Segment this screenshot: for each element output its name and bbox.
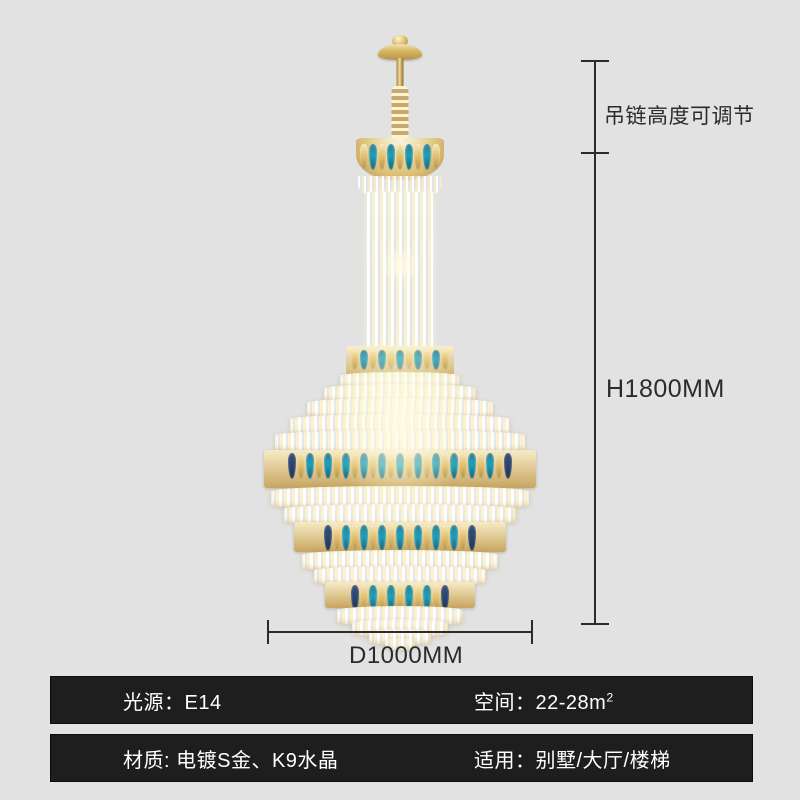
drop-rod [396, 58, 404, 88]
lower-petal-band [294, 522, 506, 552]
dimension-tick-left [267, 620, 269, 644]
crystal-tier [314, 566, 486, 586]
dimension-tick-top [581, 60, 609, 62]
crystal-tier [369, 629, 431, 645]
column-light-glow [380, 245, 420, 285]
petal-row [346, 350, 454, 372]
collar-crystal-fringe [358, 176, 442, 194]
width-dimension-label: D1000MM [349, 642, 464, 669]
petal-row [356, 144, 444, 174]
spec-space-area: 空间：22-28m2 [474, 686, 614, 715]
spec-bar-material: 材质: 电镀S金、K9水晶 适用：别墅/大厅/楼梯 [50, 734, 753, 782]
chandelier-illustration [250, 30, 550, 650]
vertical-dimension-line [594, 60, 596, 624]
bottom-petal-band [325, 582, 475, 608]
spec-material: 材质: 电镀S金、K9水晶 [123, 749, 339, 772]
height-dimension-label: H1800MM [606, 375, 725, 403]
spec-space-label: 空间： [474, 691, 536, 714]
hanging-chain [391, 86, 409, 142]
horizontal-dimension-line [267, 631, 533, 633]
ceiling-canopy [378, 44, 422, 60]
petal-row [325, 585, 475, 608]
spec-application: 适用：别墅/大厅/楼梯 [474, 749, 671, 772]
bottom-finial [385, 638, 415, 650]
spec-space-value: 22-28m [535, 691, 607, 714]
petal-row [264, 453, 536, 485]
dimension-tick-right [531, 620, 533, 644]
upper-petal-collar [356, 138, 444, 180]
chain-adjustable-label: 吊链高度可调节 [604, 105, 755, 128]
spec-space-superscript: 2 [606, 689, 614, 704]
petal-row [294, 525, 506, 551]
dimension-tick-chain [581, 152, 609, 154]
main-petal-band [264, 450, 536, 488]
dimension-tick-bottom [581, 623, 609, 625]
spec-light-source: 光源：E14 [123, 691, 222, 714]
spec-bar-light-source: 光源：E14 空间：22-28m2 [50, 676, 753, 724]
